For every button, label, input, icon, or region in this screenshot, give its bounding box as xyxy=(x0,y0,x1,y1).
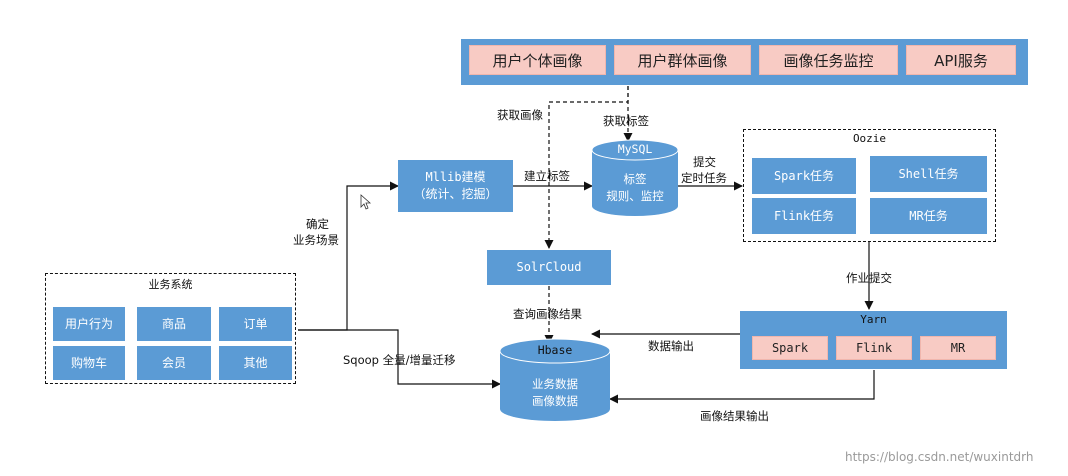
service-api: API服务 xyxy=(906,45,1016,75)
arrow-business-to-hbase xyxy=(298,329,501,389)
label-confirm-line2: 业务场景 xyxy=(293,233,339,247)
business-item-cart: 购物车 xyxy=(53,346,125,380)
label-data-output: 数据输出 xyxy=(648,339,694,353)
service-task-monitor: 画像任务监控 xyxy=(759,45,898,75)
label-submit-line1: 提交 xyxy=(693,155,716,169)
oozie-task-spark: Spark任务 xyxy=(752,158,856,194)
arrow-yarn-result-to-hbase xyxy=(609,370,875,404)
watermark-text: https://blog.csdn.net/wuxintdrh xyxy=(845,450,1034,464)
oozie-task-flink: Flink任务 xyxy=(752,198,856,234)
label-sqoop: Sqoop 全量/增量迁移 xyxy=(343,353,456,367)
mllib-subtitle: （统计、挖掘） xyxy=(413,187,498,201)
business-item-product: 商品 xyxy=(137,307,211,341)
mysql-line2: 规则、监控 xyxy=(606,189,664,203)
label-result-output: 画像结果输出 xyxy=(700,409,769,423)
business-system-title: 业务系统 xyxy=(148,278,193,291)
yarn-item-mr: MR xyxy=(920,336,996,360)
business-item-order: 订单 xyxy=(219,307,292,341)
oozie-task-shell: Shell任务 xyxy=(870,156,987,192)
hbase-cylinder xyxy=(499,338,611,421)
mysql-cylinder xyxy=(591,139,679,216)
label-get-profile: 获取画像 xyxy=(497,108,543,122)
label-build-tag: 建立标签 xyxy=(524,169,570,183)
hbase-line1: 业务数据 xyxy=(532,377,578,391)
cursor-icon xyxy=(360,194,372,210)
yarn-item-spark: Spark xyxy=(752,336,828,360)
mllib-box: Mllib建模 （统计、挖掘） xyxy=(398,160,513,212)
label-submit-line2: 定时任务 xyxy=(681,171,727,185)
yarn-title: Yarn xyxy=(860,313,887,326)
label-job-submit: 作业提交 xyxy=(846,271,892,285)
oozie-title: Oozie xyxy=(852,132,887,145)
business-item-member: 会员 xyxy=(137,346,211,380)
yarn-item-flink: Flink xyxy=(836,336,912,360)
service-group-profile: 用户群体画像 xyxy=(614,45,751,75)
mysql-line1: 标签 xyxy=(623,172,647,186)
hbase-name: Hbase xyxy=(537,343,573,357)
solrcloud-box: SolrCloud xyxy=(487,250,611,285)
label-confirm-line1: 确定 xyxy=(306,217,329,231)
service-user-profile: 用户个体画像 xyxy=(469,45,606,75)
label-get-tag: 获取标签 xyxy=(603,114,649,128)
mysql-name: MySQL xyxy=(617,142,653,156)
label-query-result: 查询画像结果 xyxy=(513,307,582,321)
mllib-title: Mllib建模 xyxy=(425,170,486,184)
hbase-line2: 画像数据 xyxy=(532,394,578,408)
business-item-other: 其他 xyxy=(219,346,292,380)
oozie-task-mr: MR任务 xyxy=(870,198,987,234)
arrow-business-to-mllib xyxy=(298,181,399,331)
arrow-top-to-solr xyxy=(544,86,629,249)
business-item-user-behavior: 用户行为 xyxy=(53,307,125,341)
